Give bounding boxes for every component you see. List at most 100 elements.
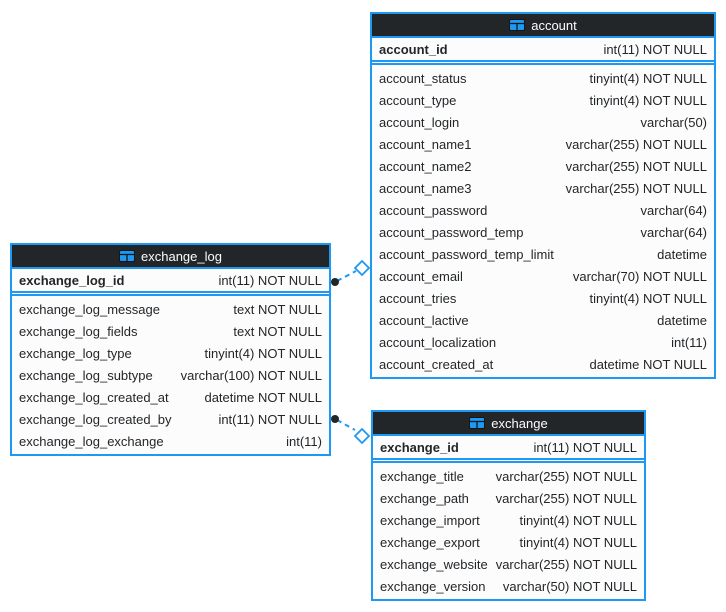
field-row[interactable]: exchange_log_created_at datetime NOT NULL (12, 386, 329, 408)
field-type: varchar(64) (640, 202, 707, 218)
field-row[interactable]: exchange_export tinyint(4) NOT NULL (373, 531, 644, 553)
field-name: account_password_temp_limit (379, 246, 554, 262)
field-name: exchange_log_exchange (19, 433, 164, 449)
field-name: account_name3 (379, 180, 472, 196)
field-type: tinyint(4) NOT NULL (519, 512, 637, 528)
table-header[interactable]: account (372, 14, 714, 38)
field-name: exchange_log_id (19, 272, 125, 288)
field-row[interactable]: account_name2 varchar(255) NOT NULL (372, 155, 714, 177)
field-name: exchange_export (380, 534, 480, 550)
field-type: datetime (657, 312, 707, 328)
field-name: exchange_log_message (19, 301, 160, 317)
field-type: tinyint(4) NOT NULL (519, 534, 637, 550)
field-type: varchar(50) (640, 114, 707, 130)
field-type: varchar(255) NOT NULL (565, 180, 707, 196)
field-type: text NOT NULL (233, 323, 322, 339)
field-row[interactable]: exchange_log_message text NOT NULL (12, 298, 329, 320)
field-type: int(11) NOT NULL (218, 272, 322, 288)
field-row[interactable]: exchange_website varchar(255) NOT NULL (373, 553, 644, 575)
field-name: exchange_log_created_at (19, 389, 169, 405)
field-row[interactable]: account_status tinyint(4) NOT NULL (372, 67, 714, 89)
field-name: account_type (379, 92, 457, 108)
field-type: int(11) (286, 433, 322, 449)
field-name: exchange_title (380, 468, 464, 484)
field-type: datetime NOT NULL (589, 356, 707, 372)
field-row[interactable]: exchange_log_type tinyint(4) NOT NULL (12, 342, 329, 364)
section-separator (12, 293, 329, 296)
field-type: varchar(255) NOT NULL (565, 136, 707, 152)
field-name: account_password (379, 202, 488, 218)
field-type: text NOT NULL (233, 301, 322, 317)
field-type: varchar(255) NOT NULL (495, 490, 637, 506)
field-row[interactable]: account_created_at datetime NOT NULL (372, 353, 714, 375)
field-name: account_id (379, 41, 448, 57)
field-type: tinyint(4) NOT NULL (589, 70, 707, 86)
field-row[interactable]: account_tries tinyint(4) NOT NULL (372, 287, 714, 309)
field-type: int(11) (671, 334, 707, 350)
field-row[interactable]: exchange_log_fields text NOT NULL (12, 320, 329, 342)
table-header[interactable]: exchange (373, 412, 644, 436)
field-type: varchar(255) NOT NULL (565, 158, 707, 174)
relation-exchange_log-account[interactable] (331, 259, 371, 286)
field-name: account_tries (379, 290, 457, 306)
field-type: varchar(255) NOT NULL (495, 556, 638, 572)
field-row[interactable]: account_login varchar(50) (372, 111, 714, 133)
relation-exchange_log-exchange[interactable] (331, 415, 371, 445)
field-type: varchar(64) (640, 224, 707, 240)
field-name: exchange_log_type (19, 345, 132, 361)
field-name: exchange_website (380, 556, 488, 572)
primary-key-row[interactable]: exchange_log_id int(11) NOT NULL (12, 269, 329, 293)
table-icon (119, 250, 136, 262)
field-name: exchange_log_created_by (19, 411, 172, 427)
field-row[interactable]: exchange_import tinyint(4) NOT NULL (373, 509, 644, 531)
field-row[interactable]: account_password varchar(64) (372, 199, 714, 221)
table-exchange-log[interactable]: exchange_log exchange_log_id int(11) NOT… (10, 243, 331, 456)
field-name: account_login (379, 114, 460, 130)
field-row[interactable]: account_name1 varchar(255) NOT NULL (372, 133, 714, 155)
table-header[interactable]: exchange_log (12, 245, 329, 269)
field-name: exchange_id (380, 439, 459, 455)
primary-key-row[interactable]: account_id int(11) NOT NULL (372, 38, 714, 62)
table-account[interactable]: account account_id int(11) NOT NULL acco… (370, 12, 716, 379)
field-row[interactable]: exchange_log_exchange int(11) (12, 430, 329, 452)
field-type: datetime NOT NULL (204, 389, 322, 405)
field-name: account_name1 (379, 136, 472, 152)
field-type: int(11) NOT NULL (603, 41, 707, 57)
field-type: varchar(70) NOT NULL (572, 268, 707, 284)
field-name: account_email (379, 268, 463, 284)
field-name: account_created_at (379, 356, 494, 372)
field-name: exchange_log_subtype (19, 367, 153, 383)
field-row[interactable]: account_type tinyint(4) NOT NULL (372, 89, 714, 111)
section-separator (372, 62, 714, 65)
field-name: account_name2 (379, 158, 472, 174)
field-name: exchange_log_fields (19, 323, 138, 339)
field-name: exchange_import (380, 512, 480, 528)
field-name: account_status (379, 70, 467, 86)
field-row[interactable]: account_password_temp varchar(64) (372, 221, 714, 243)
primary-key-row[interactable]: exchange_id int(11) NOT NULL (373, 436, 644, 460)
field-row[interactable]: account_name3 varchar(255) NOT NULL (372, 177, 714, 199)
field-type: tinyint(4) NOT NULL (204, 345, 322, 361)
field-type: tinyint(4) NOT NULL (589, 92, 707, 108)
field-row[interactable]: account_email varchar(70) NOT NULL (372, 265, 714, 287)
section-separator (373, 460, 644, 463)
field-type: tinyint(4) NOT NULL (589, 290, 707, 306)
field-name: account_password_temp (379, 224, 524, 240)
table-title: exchange_log (141, 248, 222, 264)
field-type: int(11) NOT NULL (533, 439, 637, 455)
table-exchange[interactable]: exchange exchange_id int(11) NOT NULL ex… (371, 410, 646, 601)
table-title: account (531, 17, 577, 33)
table-icon (509, 19, 526, 31)
